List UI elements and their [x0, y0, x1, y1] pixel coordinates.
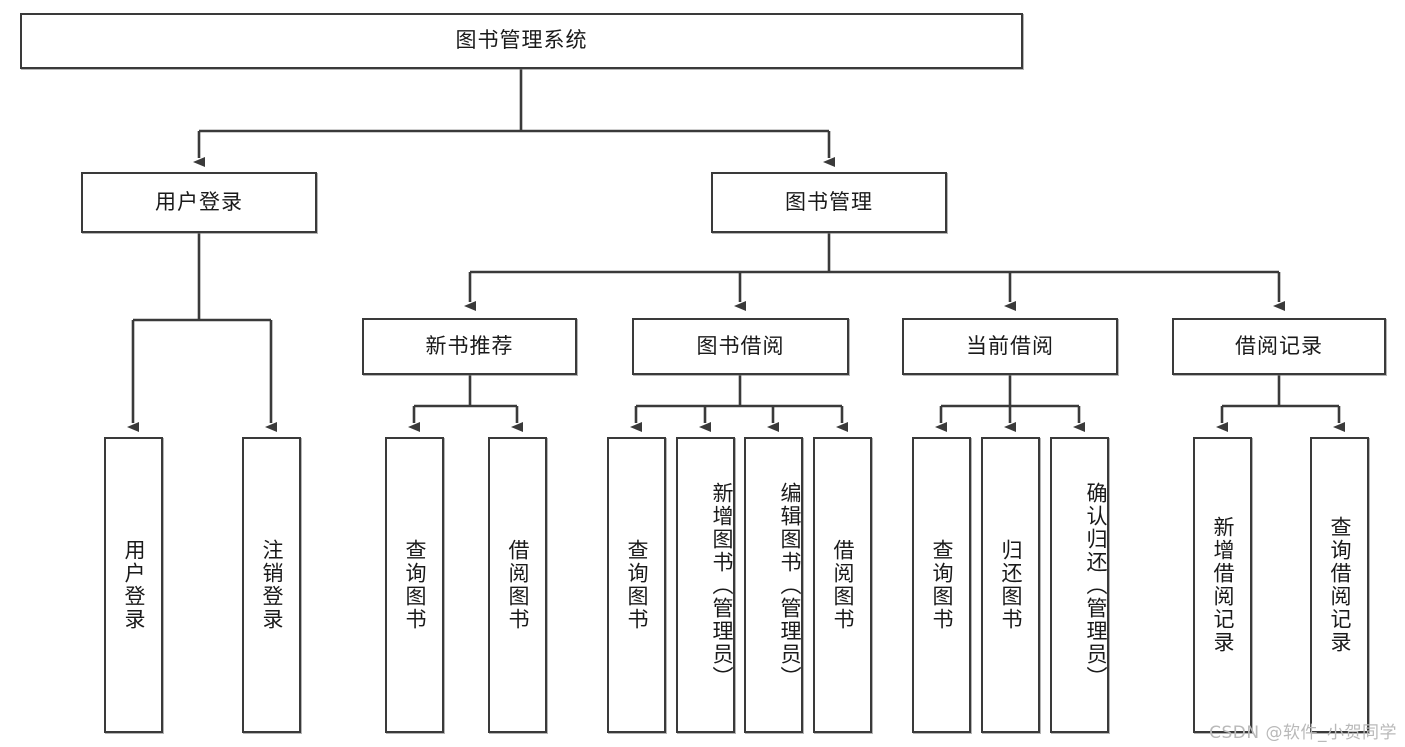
node-label: 注销登录	[260, 539, 285, 631]
leaf-query-book-rec[interactable]: 查询图书	[385, 437, 444, 733]
leaf-query-borrow-record[interactable]: 查询借阅记录	[1310, 437, 1369, 733]
leaf-add-borrow-record[interactable]: 新增借阅记录	[1193, 437, 1252, 733]
leaf-return-book[interactable]: 归还图书	[981, 437, 1040, 733]
node-label: 编辑图书（管理员）	[778, 481, 802, 689]
node-book-borrow[interactable]: 图书借阅	[632, 318, 849, 375]
node-label: 查询借阅记录	[1328, 516, 1353, 654]
node-label: 查询图书	[625, 539, 650, 631]
node-label: 当前借阅	[966, 333, 1054, 358]
leaf-query-book-borrow[interactable]: 查询图书	[607, 437, 666, 733]
node-root-system[interactable]: 图书管理系统	[20, 13, 1023, 69]
node-label: 查询图书	[930, 539, 955, 631]
leaf-add-book[interactable]: 新增图书（管理员）	[676, 437, 735, 733]
watermark-text: CSDN @软件_小贺同学	[1209, 723, 1397, 743]
leaf-borrow-book[interactable]: 借阅图书	[813, 437, 872, 733]
node-label: 图书管理	[785, 189, 873, 214]
leaf-query-book-current[interactable]: 查询图书	[912, 437, 971, 733]
node-label: 图书借阅	[696, 333, 785, 358]
leaf-confirm-return[interactable]: 确认归还（管理员）	[1050, 437, 1109, 733]
node-label: 新增图书（管理员）	[710, 481, 734, 689]
node-book-manage[interactable]: 图书管理	[711, 172, 947, 233]
node-label: 用户登录	[122, 539, 147, 631]
node-label: 新书推荐	[425, 333, 514, 358]
leaf-borrow-book-rec[interactable]: 借阅图书	[488, 437, 547, 733]
node-label: 用户登录	[155, 189, 243, 214]
node-label: 图书管理系统	[455, 28, 588, 53]
node-label: 借阅图书	[831, 539, 856, 631]
leaf-edit-book[interactable]: 编辑图书（管理员）	[744, 437, 803, 733]
node-user-login[interactable]: 用户登录	[81, 172, 317, 233]
leaf-logout-login[interactable]: 注销登录	[242, 437, 301, 733]
node-label: 确认归还（管理员）	[1084, 481, 1108, 689]
node-label: 查询图书	[403, 539, 428, 631]
node-current-borrow[interactable]: 当前借阅	[902, 318, 1118, 375]
node-label: 新增借阅记录	[1211, 516, 1236, 654]
node-label: 借阅图书	[506, 539, 531, 631]
node-borrow-record[interactable]: 借阅记录	[1172, 318, 1386, 375]
leaf-user-login[interactable]: 用户登录	[104, 437, 163, 733]
node-label: 归还图书	[999, 539, 1024, 631]
node-label: 借阅记录	[1235, 333, 1323, 358]
node-new-book-rec[interactable]: 新书推荐	[362, 318, 577, 375]
